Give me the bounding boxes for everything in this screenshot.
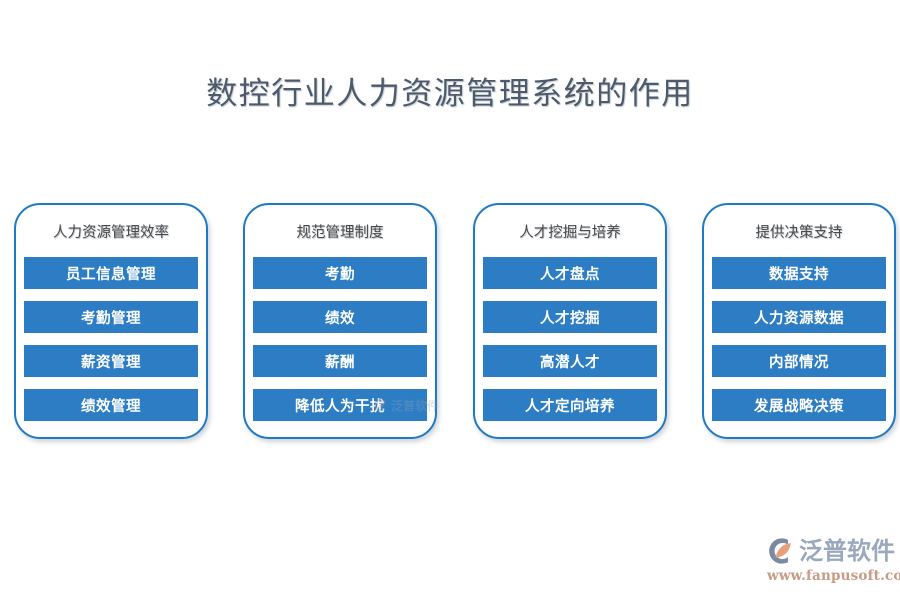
card-item[interactable]: 绩效管理 [24, 389, 198, 421]
card-title: 规范管理制度 [296, 225, 384, 241]
card-item[interactable]: 降低人为干扰 [253, 389, 427, 421]
card-item[interactable]: 人才定向培养 [483, 389, 657, 421]
card-item[interactable]: 高潜人才 [483, 345, 657, 377]
card-human-resource-efficiency[interactable]: 人力资源管理效率 员工信息管理 考勤管理 薪资管理 绩效管理 [14, 203, 208, 439]
card-item[interactable]: 数据支持 [712, 257, 886, 289]
brand-logo: 泛普软件 www.fanpusoft.com [765, 536, 900, 588]
fanpu-logo-icon [765, 536, 795, 566]
card-decision-support[interactable]: 提供决策支持 数据支持 人力资源数据 内部情况 发展战略决策 [702, 203, 896, 439]
card-item-list: 人才盘点 人才挖掘 高潜人才 人才定向培养 [475, 257, 665, 421]
brand-url: www.fanpusoft.com [767, 568, 900, 584]
brand-name: 泛普软件 [799, 537, 895, 565]
card-item[interactable]: 考勤 [253, 257, 427, 289]
card-item-list: 考勤 绩效 薪酬 降低人为干扰 [245, 257, 435, 421]
card-item[interactable]: 人才盘点 [483, 257, 657, 289]
card-item[interactable]: 员工信息管理 [24, 257, 198, 289]
card-item[interactable]: 人才挖掘 [483, 301, 657, 333]
card-standardized-management[interactable]: 规范管理制度 考勤 绩效 薪酬 降低人为干扰 [243, 203, 437, 439]
card-item[interactable]: 发展战略决策 [712, 389, 886, 421]
card-title: 提供决策支持 [755, 225, 843, 241]
card-item[interactable]: 绩效 [253, 301, 427, 333]
card-title: 人力资源管理效率 [53, 225, 169, 241]
card-title: 人才挖掘与培养 [519, 225, 621, 241]
card-item[interactable]: 考勤管理 [24, 301, 198, 333]
card-item-list: 数据支持 人力资源数据 内部情况 发展战略决策 [704, 257, 894, 421]
card-talent-discovery-training[interactable]: 人才挖掘与培养 人才盘点 人才挖掘 高潜人才 人才定向培养 [473, 203, 667, 439]
cards-row: 人力资源管理效率 员工信息管理 考勤管理 薪资管理 绩效管理 规范管理制度 考勤… [14, 203, 896, 439]
card-item[interactable]: 内部情况 [712, 345, 886, 377]
card-item[interactable]: 薪资管理 [24, 345, 198, 377]
card-item[interactable]: 人力资源数据 [712, 301, 886, 333]
card-item-list: 员工信息管理 考勤管理 薪资管理 绩效管理 [16, 257, 206, 421]
card-item[interactable]: 薪酬 [253, 345, 427, 377]
page-title: 数控行业人力资源管理系统的作用 [206, 76, 694, 112]
brand-row: 泛普软件 [765, 536, 895, 566]
